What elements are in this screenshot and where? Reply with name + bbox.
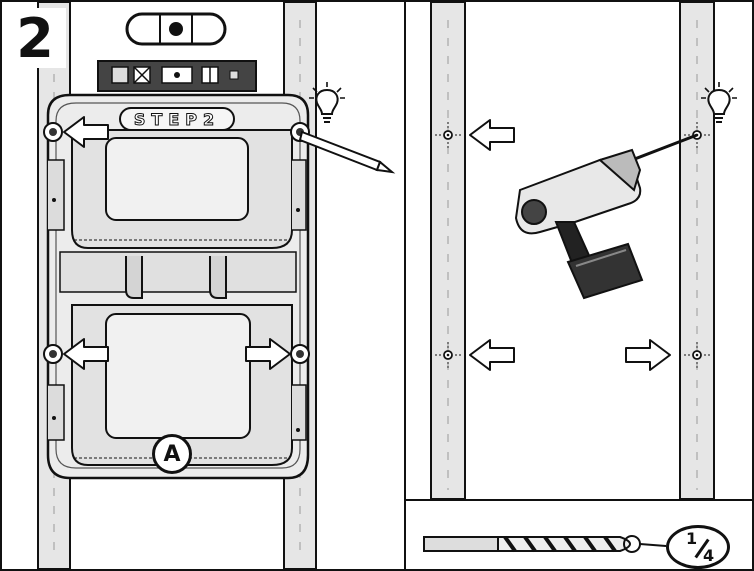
pencil-icon (298, 130, 396, 174)
step-number: 2 (4, 7, 66, 70)
drill-bit-size-numerator: 1 (686, 529, 698, 548)
drill-bit-size-badge: 1 4 (666, 525, 730, 569)
level-icon (97, 12, 257, 92)
brand-text: STEP2 (134, 110, 220, 129)
screw-hole-icon (43, 344, 63, 364)
screw-hole-icon (290, 344, 310, 364)
drill-bit-size-denominator: 4 (703, 546, 715, 565)
wall-stud-left (430, 1, 466, 500)
drill-bit-icon (423, 535, 667, 553)
part-label: A (152, 434, 192, 474)
drill-icon (514, 133, 698, 300)
screw-hole-icon (43, 122, 63, 142)
wall-stud-right (679, 1, 715, 500)
organizer-panel: STEP2 (46, 93, 310, 480)
right-panel (423, 1, 738, 553)
left-panel: STEP2 (37, 1, 396, 570)
